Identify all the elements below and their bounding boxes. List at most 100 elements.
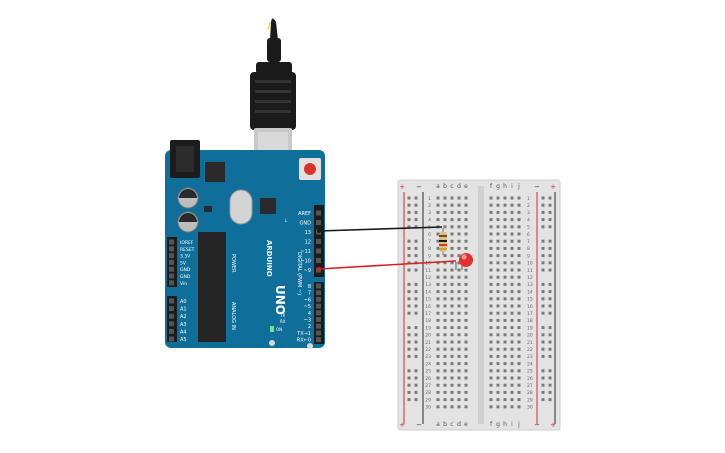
breadboard-hole[interactable] (517, 290, 521, 294)
breadboard-hole[interactable] (457, 354, 461, 358)
breadboard-hole[interactable] (443, 261, 447, 265)
rail-hole[interactable] (407, 390, 411, 394)
breadboard-hole[interactable] (517, 383, 521, 387)
breadboard-hole[interactable] (443, 297, 447, 301)
rail-hole[interactable] (541, 239, 545, 243)
breadboard-hole[interactable] (436, 390, 440, 394)
breadboard-hole[interactable] (443, 369, 447, 373)
breadboard-hole[interactable] (436, 347, 440, 351)
breadboard-hole[interactable] (503, 354, 507, 358)
rail-hole[interactable] (548, 203, 552, 207)
breadboard-hole[interactable] (489, 326, 493, 330)
breadboard-hole[interactable] (450, 318, 454, 322)
breadboard-hole[interactable] (450, 268, 454, 272)
breadboard-hole[interactable] (503, 340, 507, 344)
breadboard-hole[interactable] (496, 383, 500, 387)
breadboard-hole[interactable] (510, 218, 514, 222)
breadboard-hole[interactable] (457, 210, 461, 214)
breadboard-hole[interactable] (489, 210, 493, 214)
breadboard-hole[interactable] (517, 390, 521, 394)
breadboard-hole[interactable] (517, 275, 521, 279)
breadboard-hole[interactable] (436, 246, 440, 250)
breadboard-hole[interactable] (489, 282, 493, 286)
rail-hole[interactable] (548, 333, 552, 337)
breadboard-hole[interactable] (503, 203, 507, 207)
breadboard-hole[interactable] (450, 340, 454, 344)
rail-hole[interactable] (548, 369, 552, 373)
breadboard-hole[interactable] (436, 254, 440, 258)
rail-hole[interactable] (548, 304, 552, 308)
breadboard-hole[interactable] (464, 268, 468, 272)
breadboard-hole[interactable] (464, 196, 468, 200)
breadboard-hole[interactable] (450, 232, 454, 236)
breadboard-hole[interactable] (510, 282, 514, 286)
breadboard-hole[interactable] (517, 254, 521, 258)
breadboard-hole[interactable] (510, 290, 514, 294)
breadboard-hole[interactable] (443, 203, 447, 207)
rail-hole[interactable] (407, 340, 411, 344)
breadboard-hole[interactable] (450, 383, 454, 387)
breadboard[interactable] (397, 179, 561, 431)
breadboard-hole[interactable] (450, 354, 454, 358)
breadboard-hole[interactable] (464, 282, 468, 286)
header-pin[interactable] (316, 283, 321, 289)
breadboard-hole[interactable] (489, 405, 493, 409)
breadboard-hole[interactable] (436, 354, 440, 358)
breadboard-hole[interactable] (457, 340, 461, 344)
header-pin[interactable] (316, 337, 321, 343)
rail-hole[interactable] (548, 347, 552, 351)
rail-hole[interactable] (414, 383, 418, 387)
breadboard-hole[interactable] (450, 304, 454, 308)
breadboard-hole[interactable] (436, 369, 440, 373)
rail-hole[interactable] (414, 268, 418, 272)
rail-hole[interactable] (548, 254, 552, 258)
breadboard-hole[interactable] (457, 268, 461, 272)
breadboard-hole[interactable] (464, 354, 468, 358)
breadboard-hole[interactable] (489, 311, 493, 315)
breadboard-hole[interactable] (450, 311, 454, 315)
rail-hole[interactable] (414, 369, 418, 373)
breadboard-hole[interactable] (464, 225, 468, 229)
breadboard-hole[interactable] (457, 246, 461, 250)
rail-hole[interactable] (414, 333, 418, 337)
resistor[interactable] (439, 228, 447, 255)
rail-hole[interactable] (414, 239, 418, 243)
breadboard-hole[interactable] (436, 268, 440, 272)
rail-hole[interactable] (548, 354, 552, 358)
header-pin[interactable] (316, 220, 321, 225)
breadboard-hole[interactable] (510, 297, 514, 301)
breadboard-hole[interactable] (457, 333, 461, 337)
header-pin[interactable] (169, 253, 174, 259)
breadboard-hole[interactable] (510, 318, 514, 322)
rail-hole[interactable] (414, 311, 418, 315)
breadboard-hole[interactable] (457, 232, 461, 236)
breadboard-hole[interactable] (517, 196, 521, 200)
breadboard-hole[interactable] (436, 326, 440, 330)
breadboard-hole[interactable] (464, 304, 468, 308)
breadboard-hole[interactable] (510, 398, 514, 402)
breadboard-hole[interactable] (489, 196, 493, 200)
rail-hole[interactable] (407, 261, 411, 265)
rail-hole[interactable] (548, 239, 552, 243)
breadboard-hole[interactable] (489, 239, 493, 243)
breadboard-hole[interactable] (496, 225, 500, 229)
rail-hole[interactable] (414, 290, 418, 294)
breadboard-hole[interactable] (464, 333, 468, 337)
rail-hole[interactable] (407, 297, 411, 301)
header-pin[interactable] (169, 313, 174, 319)
breadboard-hole[interactable] (464, 326, 468, 330)
header-pin[interactable] (169, 239, 174, 245)
header-pin[interactable] (316, 303, 321, 309)
breadboard-hole[interactable] (496, 290, 500, 294)
breadboard-hole[interactable] (457, 282, 461, 286)
breadboard-hole[interactable] (510, 210, 514, 214)
breadboard-hole[interactable] (457, 390, 461, 394)
breadboard-hole[interactable] (436, 282, 440, 286)
breadboard-hole[interactable] (503, 275, 507, 279)
breadboard-hole[interactable] (464, 239, 468, 243)
breadboard-hole[interactable] (450, 246, 454, 250)
breadboard-hole[interactable] (457, 326, 461, 330)
rail-hole[interactable] (541, 268, 545, 272)
rail-hole[interactable] (407, 354, 411, 358)
